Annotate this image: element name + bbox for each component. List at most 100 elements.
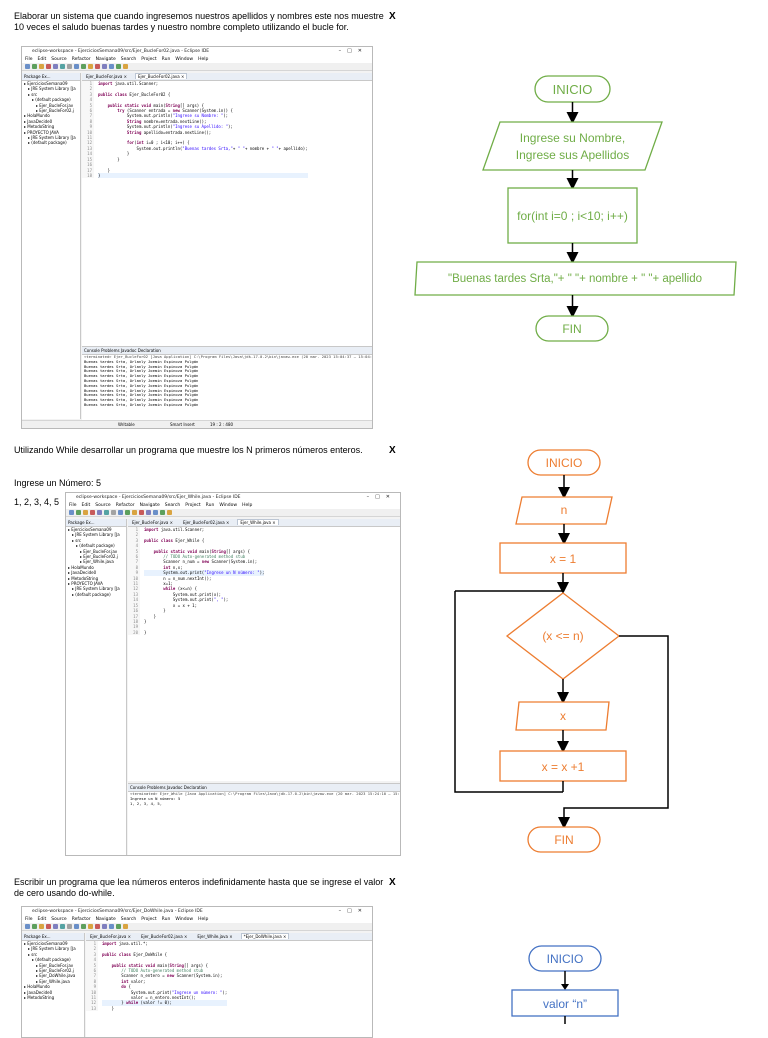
menu-item-refactor[interactable]: Refactor xyxy=(71,57,91,62)
toolbar-tool-icon[interactable] xyxy=(83,510,88,515)
toolbar-tool-icon[interactable] xyxy=(53,924,58,929)
toolbar-tool-icon[interactable] xyxy=(146,510,151,515)
menu-item-file[interactable]: File xyxy=(69,503,77,508)
editor-tab[interactable]: Ejer_While.java × xyxy=(237,519,279,525)
tree-item[interactable]: ▸ EjerciciosSemana09 xyxy=(24,941,68,946)
menu-item-project[interactable]: Project xyxy=(185,503,201,508)
toolbar-tool-icon[interactable] xyxy=(60,64,65,69)
tree-item[interactable]: ▸ (default package) xyxy=(32,957,71,963)
tree-item[interactable]: ▸ Ejer_BucleFor.jav xyxy=(36,962,74,968)
window-controls[interactable]: –□✕ xyxy=(338,48,368,54)
tree-item[interactable]: ▸ (default package) xyxy=(76,543,115,549)
toolbar-tool-icon[interactable] xyxy=(132,510,137,515)
toolbar-tool-icon[interactable] xyxy=(109,64,114,69)
editor-tab[interactable]: Ejer_While.java × xyxy=(197,934,233,939)
toolbar-tool-icon[interactable] xyxy=(102,64,107,69)
toolbar-tool-icon[interactable] xyxy=(123,64,128,69)
tree-item[interactable]: ▸ JRE System Library [Ja xyxy=(28,946,76,952)
tree-item[interactable]: ▸ MetodoString xyxy=(24,124,55,130)
toolbar-tool-icon[interactable] xyxy=(60,924,65,929)
menu-item-run[interactable]: Run xyxy=(161,917,171,922)
tree-item[interactable]: ▸ HolaMundo xyxy=(68,564,94,570)
menu-item-navigate[interactable]: Navigate xyxy=(95,917,116,922)
close-button-2[interactable]: X xyxy=(389,445,396,456)
menu-item-window[interactable]: Window xyxy=(175,57,194,62)
menu-item-navigate[interactable]: Navigate xyxy=(95,57,116,62)
toolbar-tool-icon[interactable] xyxy=(25,924,30,929)
editor-tab[interactable]: Ejer_BucleFor02.java × xyxy=(182,520,230,525)
toolbar-tool-icon[interactable] xyxy=(167,510,172,515)
menu-item-run[interactable]: Run xyxy=(205,503,215,508)
menu-item-edit[interactable]: Edit xyxy=(37,917,47,922)
editor-tab[interactable]: Ejer_BucleFor02.java × xyxy=(134,73,188,79)
menu-item-search[interactable]: Search xyxy=(120,917,137,922)
window-controls[interactable]: –□✕ xyxy=(338,908,368,914)
tree-item[interactable]: ▸ EjerciciosSemana09 xyxy=(24,81,68,86)
toolbar-tool-icon[interactable] xyxy=(160,510,165,515)
menu-item-project[interactable]: Project xyxy=(141,57,157,62)
toolbar-tool-icon[interactable] xyxy=(109,924,114,929)
toolbar-tool-icon[interactable] xyxy=(67,64,72,69)
toolbar-tool-icon[interactable] xyxy=(53,64,58,69)
tree-item[interactable]: ▸ PROYECTO JAVA xyxy=(68,581,103,587)
toolbar-tool-icon[interactable] xyxy=(67,924,72,929)
menu-item-source[interactable]: Source xyxy=(95,503,111,508)
tree-item[interactable]: ▸ (default package) xyxy=(72,591,111,597)
toolbar-tool-icon[interactable] xyxy=(46,64,51,69)
toolbar-tool-icon[interactable] xyxy=(116,64,121,69)
window-controls[interactable]: –□✕ xyxy=(366,494,396,500)
close-button-1[interactable]: X xyxy=(389,11,396,22)
toolbar-tool-icon[interactable] xyxy=(104,510,109,515)
toolbar-tool-icon[interactable] xyxy=(46,924,51,929)
tree-item[interactable]: ▸ Ejer_BucleFor02.j xyxy=(36,108,74,114)
code-editor[interactable]: Ejer_BucleFor.java × Ejer_BucleFor02.java… xyxy=(82,73,372,375)
toolbar-tool-icon[interactable] xyxy=(111,510,116,515)
menu-item-refactor[interactable]: Refactor xyxy=(71,917,91,922)
toolbar-tool-icon[interactable] xyxy=(118,510,123,515)
tree-item[interactable]: ▸ src xyxy=(28,91,38,97)
toolbar-tool-icon[interactable] xyxy=(81,64,86,69)
menu-item-navigate[interactable]: Navigate xyxy=(139,503,160,508)
toolbar-tool-icon[interactable] xyxy=(95,64,100,69)
tree-item[interactable]: ▸ Ejer_While.java xyxy=(36,978,70,984)
toolbar-tool-icon[interactable] xyxy=(25,64,30,69)
toolbar-tool-icon[interactable] xyxy=(81,924,86,929)
tree-item[interactable]: ▸ Ejer_BucleFor02.j xyxy=(80,554,118,560)
menu-item-file[interactable]: File xyxy=(25,57,33,62)
tree-item[interactable]: ▸ JRE System Library [Ja xyxy=(72,532,120,538)
tree-item[interactable]: ▸ (default package) xyxy=(28,140,67,146)
toolbar-tool-icon[interactable] xyxy=(32,924,37,929)
tree-item[interactable]: ▸ Ejer_BucleFor.jav xyxy=(36,102,74,108)
toolbar-tool-icon[interactable] xyxy=(88,64,93,69)
tree-item[interactable]: ▸ Ejer_DoWhile.java xyxy=(36,973,76,979)
toolbar-tool-icon[interactable] xyxy=(76,510,81,515)
menu-item-help[interactable]: Help xyxy=(198,917,209,922)
toolbar-tool-icon[interactable] xyxy=(74,64,79,69)
tree-item[interactable]: ▸ Ejer_BucleFor02.j xyxy=(36,968,74,974)
editor-tab[interactable]: Ejer_BucleFor.java × xyxy=(86,74,127,79)
menu-item-edit[interactable]: Edit xyxy=(37,57,47,62)
menu-item-source[interactable]: Source xyxy=(51,57,67,62)
menu-item-source[interactable]: Source xyxy=(51,917,67,922)
tree-item[interactable]: ▸ JRE System Library [Ja xyxy=(72,586,120,592)
toolbar-tool-icon[interactable] xyxy=(39,64,44,69)
code-editor[interactable]: Ejer_BucleFor.java ×Ejer_BucleFor02.java… xyxy=(128,519,400,781)
menu-item-window[interactable]: Window xyxy=(219,503,238,508)
menu-item-edit[interactable]: Edit xyxy=(81,503,91,508)
code-editor[interactable]: Ejer_BucleFor.java ×Ejer_BucleFor02.java… xyxy=(86,933,372,1037)
menu-item-run[interactable]: Run xyxy=(161,57,171,62)
tree-item[interactable]: ▸ JRE System Library [Ja xyxy=(28,86,76,92)
tree-item[interactable]: ▸ EjerciciosSemana09 xyxy=(68,527,112,532)
toolbar-tool-icon[interactable] xyxy=(123,924,128,929)
tree-item[interactable]: ▸ JavaDecide0 xyxy=(68,570,97,576)
toolbar-tool-icon[interactable] xyxy=(139,510,144,515)
tree-item[interactable]: ▸ JRE System Library [Ja xyxy=(28,135,76,141)
menu-item-refactor[interactable]: Refactor xyxy=(115,503,135,508)
menu-item-help[interactable]: Help xyxy=(242,503,253,508)
editor-tab[interactable]: *Ejer_DoWhile.java × xyxy=(240,933,290,939)
menu-item-help[interactable]: Help xyxy=(198,57,209,62)
tree-item[interactable]: ▸ MetodoString xyxy=(68,575,99,581)
toolbar-tool-icon[interactable] xyxy=(74,924,79,929)
tree-item[interactable]: ▸ MetodoString xyxy=(24,995,55,1001)
menu-item-project[interactable]: Project xyxy=(141,917,157,922)
